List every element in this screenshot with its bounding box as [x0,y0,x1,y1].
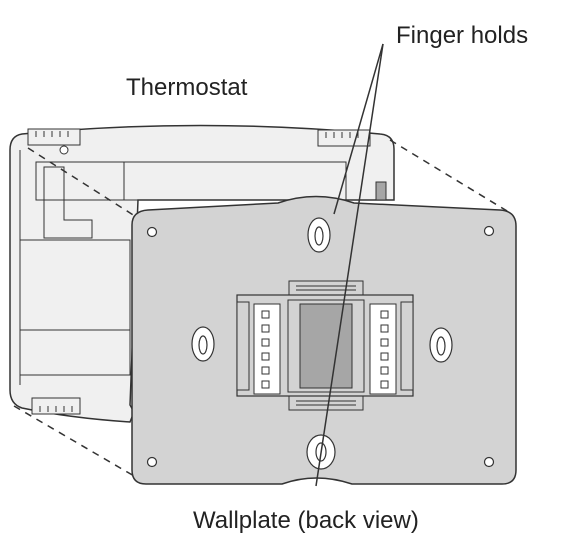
terminal-block [236,280,414,411]
screw-hole-bottom-right [483,456,495,468]
mounting-slot-top [307,217,331,253]
screw-hole-top-left [146,226,158,238]
projection-lines [13,139,513,477]
label-wallplate: Wallplate (back view) [193,507,419,534]
thermostat-vent-bottom-left [31,397,81,415]
mounting-slot-right [429,327,453,363]
label-thermostat: Thermostat [126,74,248,101]
mounting-slot-left [191,326,215,362]
thermostat-vent-top-right [317,129,371,147]
screw-hole-top-right [483,225,495,237]
screw-hole-bottom-left [146,456,158,468]
label-finger-holds: Finger holds [396,22,529,49]
leader-lines [315,43,384,487]
thermostat-vent-top-left [27,128,81,146]
